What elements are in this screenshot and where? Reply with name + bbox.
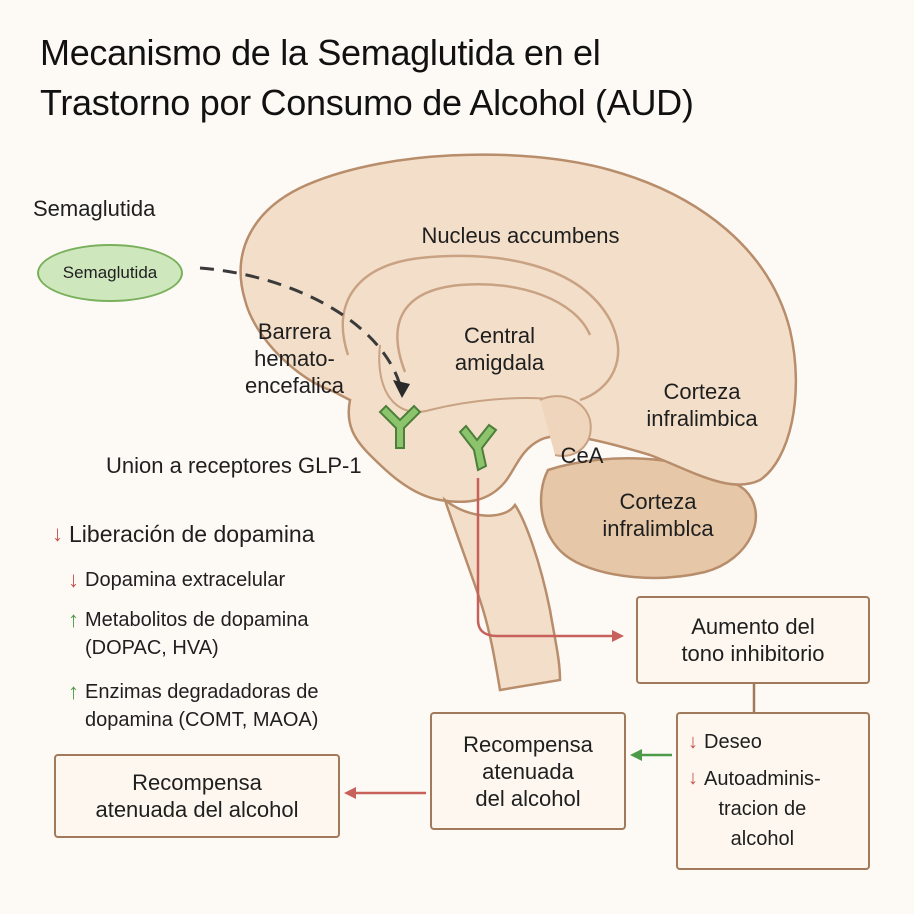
down-arrow-icon: ↓ xyxy=(68,567,79,592)
corpus-shape xyxy=(378,344,561,413)
metabolitos-line-2: (DOPAC, HVA) xyxy=(85,637,219,659)
up-arrow-icon: ↑ xyxy=(68,607,79,632)
down-arrow-icon: ↓ xyxy=(52,521,63,546)
deseo-autoadmin-box: ↓ Deseo ↓ Autoadminis- tracion de alcoho… xyxy=(676,712,870,870)
cea-label: CeA xyxy=(560,443,604,468)
autoadmin-text: Autoadminis- tracion de alcohol xyxy=(704,764,821,854)
effect-dopamina-text: Dopamina extracelular xyxy=(85,569,286,591)
autoadmin-line-3: alcohol xyxy=(730,828,795,850)
down-arrow-icon: ↓ xyxy=(688,767,698,789)
page-title: Mecanismo de la Semaglutida en el Trasto… xyxy=(40,28,880,128)
thalamus-shape xyxy=(539,395,592,457)
limbic-arc-outer xyxy=(341,254,620,402)
effect-dopamina: ↓ Dopamina extracelular xyxy=(68,566,285,594)
limbic-arc-inner xyxy=(396,283,592,373)
metabolitos-line-1: Metabolitos de dopamina xyxy=(85,609,309,631)
tono-line-2: tono inhibitorio xyxy=(681,641,825,666)
amigdala-line-2: amigdala xyxy=(454,350,545,375)
receptor-to-tono-line xyxy=(476,478,612,638)
recompensa-final-box: Recompensa atenuada del alcohol xyxy=(54,754,340,838)
receptor-to-tono-arrowhead xyxy=(612,630,624,642)
up-arrow-icon: ↑ xyxy=(68,679,79,704)
deseo-to-recomp-arrowhead xyxy=(630,749,642,761)
autoadmin-row: ↓ Autoadminis- tracion de alcohol xyxy=(688,764,821,854)
recomp-final-line-2: atenuada del alcohol xyxy=(95,797,299,822)
effect-main: ↓ Liberación de dopamina xyxy=(52,520,315,548)
amigdala-line-1: Central xyxy=(464,323,535,348)
corteza-infralimblca-label: Corteza infralimblca xyxy=(578,488,738,542)
receptor-icon-1 xyxy=(378,404,422,449)
recomp-mid-line-2: atenuada xyxy=(482,758,574,784)
autoadmin-line-1: Autoadminis- xyxy=(704,768,821,790)
recomp-final-line-1: Recompensa xyxy=(132,770,262,795)
brainstem-shape xyxy=(442,496,562,692)
drug-path-arrow xyxy=(199,266,402,386)
deseo-text: Deseo xyxy=(704,731,762,753)
enzimas-line-1: Enzimas degradadoras de xyxy=(85,681,319,703)
receptor-binding-label: Union a receptores GLP-1 xyxy=(106,453,362,478)
enzimas-line-2: dopamina (COMT, MAOA) xyxy=(85,709,319,731)
nucleus-accumbens-label: Nucleus accumbens xyxy=(421,223,620,248)
autoadmin-line-2: tracion de xyxy=(718,798,807,820)
effect-main-text: Liberación de dopamina xyxy=(69,521,315,547)
recomp-mid-line-1: Recompensa xyxy=(463,731,593,757)
drug-label: Semaglutida xyxy=(33,196,156,221)
deseo-row: ↓ Deseo xyxy=(688,728,762,756)
corteza2-line-2: infralimblca xyxy=(602,516,714,541)
tono-line-1: Aumento del xyxy=(691,614,815,639)
amigdala-label: Central amigdala xyxy=(432,322,567,376)
title-line-2: Trastorno por Consumo de Alcohol (AUD) xyxy=(40,82,694,123)
recompensa-mid-box: Recompensa atenuada del alcohol xyxy=(430,712,626,830)
receptor-icon-2 xyxy=(458,423,498,472)
barrera-line-3: encefalica xyxy=(244,373,345,398)
barrera-line-1: Barrera xyxy=(257,319,332,344)
cerebrum-shape xyxy=(239,153,798,504)
corteza-infralimbica-label: Corteza infralimbica xyxy=(622,378,782,432)
tono-inhibitorio-box: Aumento del tono inhibitorio xyxy=(636,596,870,684)
title-line-1: Mecanismo de la Semaglutida en el xyxy=(40,32,601,73)
semaglutida-pill: Semaglutida xyxy=(37,244,183,302)
barrera-line-2: hemato- xyxy=(254,346,335,371)
down-arrow-icon: ↓ xyxy=(688,731,698,753)
barrera-label: Barrera hemato- encefalica xyxy=(222,318,367,399)
corteza2-line-1: Corteza xyxy=(619,489,697,514)
drug-path-arrowhead xyxy=(393,380,410,398)
drug-pill-label: Semaglutida xyxy=(62,263,158,282)
effect-enzimas-text: Enzimas degradadoras de dopamina (COMT, … xyxy=(85,678,318,734)
effect-metabolitos-text: Metabolitos de dopamina (DOPAC, HVA) xyxy=(85,606,308,662)
effect-enzimas: ↑ Enzimas degradadoras de dopamina (COMT… xyxy=(68,678,318,734)
effect-metabolitos: ↑ Metabolitos de dopamina (DOPAC, HVA) xyxy=(68,606,308,662)
corteza1-line-2: infralimbica xyxy=(646,406,758,431)
recomp-to-final-arrowhead xyxy=(344,787,356,799)
recomp-mid-line-3: del alcohol xyxy=(475,785,581,811)
corteza1-line-1: Corteza xyxy=(663,379,741,404)
